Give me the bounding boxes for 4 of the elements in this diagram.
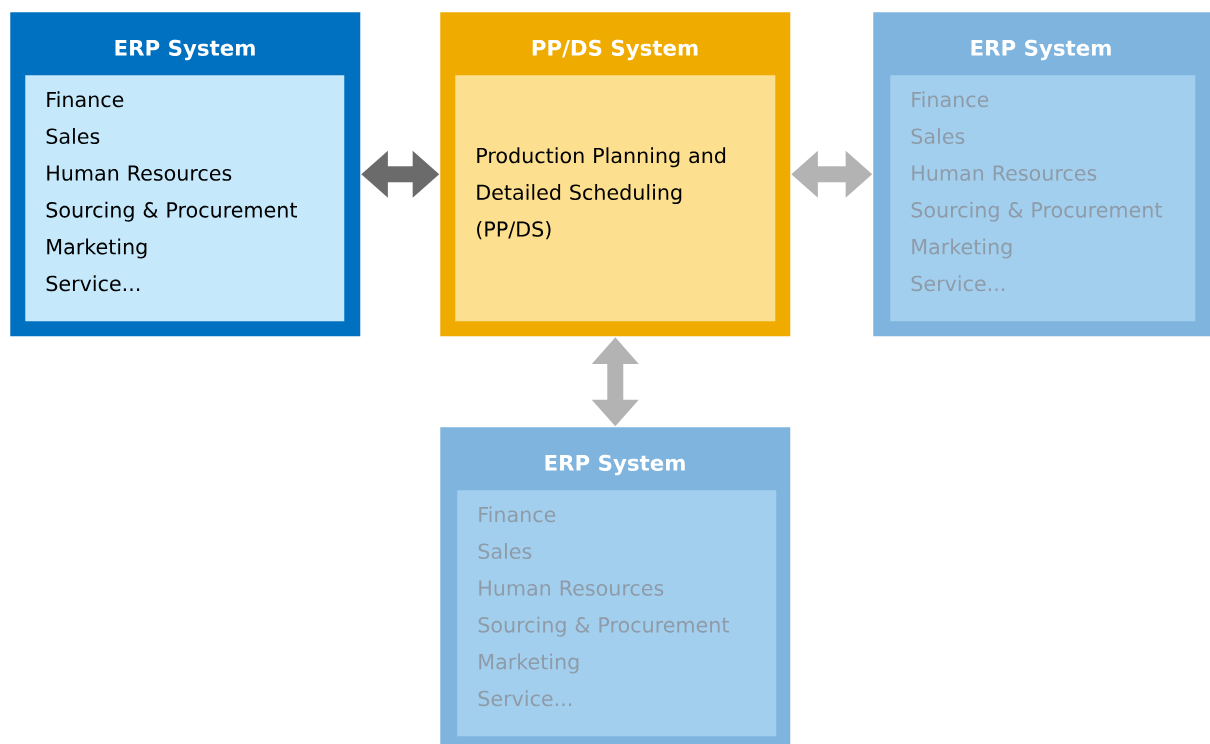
description-box: Production Planning and Detailed Scheduling (PP/DS): [455, 75, 776, 322]
module-list: Finance Sales Human Resources Sourcing & Procurement Marketing Service...: [25, 75, 345, 322]
module-list: Finance Sales Human Resources Sourcing & Procurement Marketing Service...: [890, 75, 1196, 322]
module-list: Finance Sales Human Resources Sourcing & Procurement Marketing Service...: [457, 490, 777, 737]
